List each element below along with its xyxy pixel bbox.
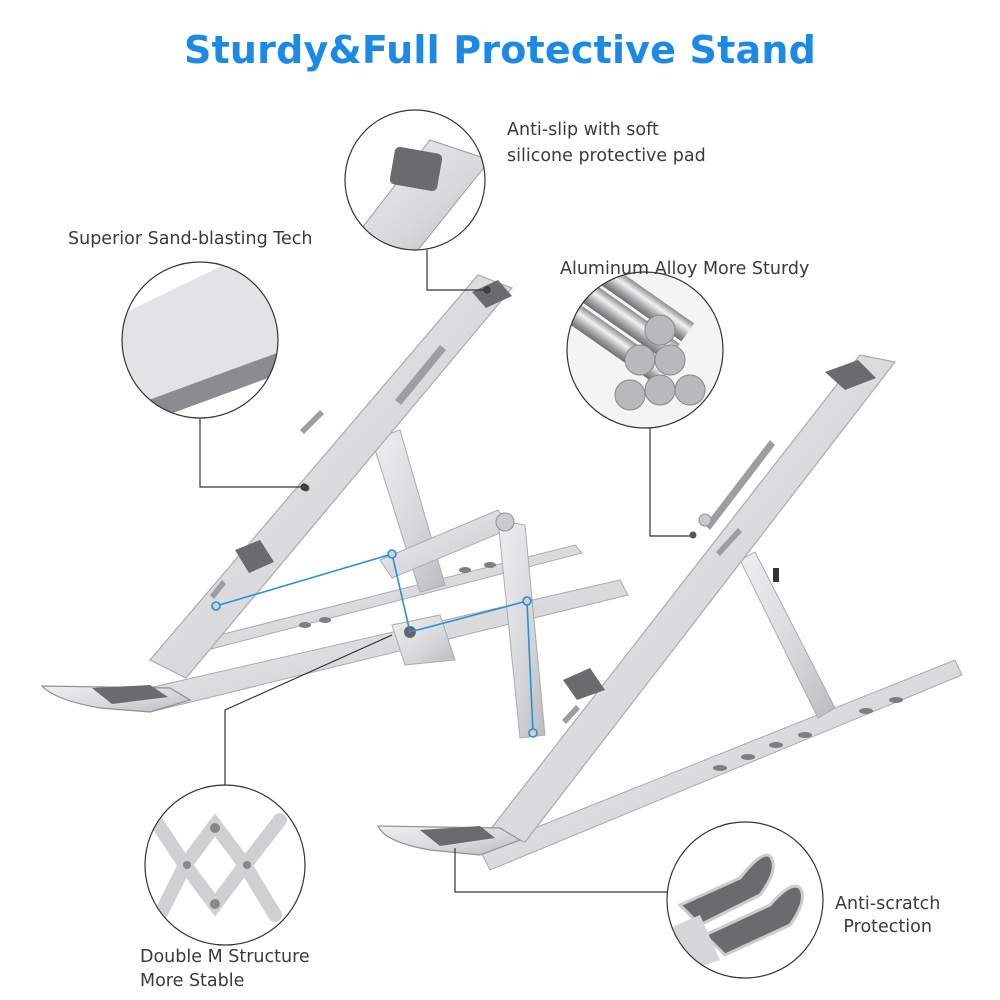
callout-sand-blasting: Superior Sand-blasting Tech [68, 229, 313, 249]
callout-double-m-line1: Double M Structure [140, 947, 310, 967]
sandblasted-surface-detail-icon [121, 261, 279, 419]
left-stand [40, 274, 629, 739]
callout-anti-slip: Anti-slip with soft silicone protective … [507, 117, 706, 169]
callout-aluminum: Aluminum Alloy More Sturdy [560, 259, 810, 279]
silicone-pad-detail-icon [344, 109, 486, 251]
callout-anti-scratch-line2: Protection [843, 917, 932, 937]
callout-anti-scratch: Anti-scratch Protection [835, 893, 940, 939]
callout-leader-lines [199, 250, 690, 893]
aluminum-rods-detail-icon [566, 271, 724, 429]
page-title: Sturdy&Full Protective Stand [184, 28, 816, 72]
double-m-hinge-detail-icon [144, 784, 306, 946]
anti-scratch-hook-detail-icon [666, 821, 824, 979]
double-m-highlight-lines [211, 549, 538, 738]
callout-anti-scratch-line1: Anti-scratch [835, 894, 941, 914]
callout-anti-slip-line2: silicone protective pad [507, 146, 706, 166]
callout-anti-slip-line1: Anti-slip with soft [507, 120, 659, 140]
callout-double-m: Double M Structure More Stable [140, 945, 310, 993]
callout-double-m-line2: More Stable [140, 971, 245, 991]
right-stand [377, 354, 963, 871]
